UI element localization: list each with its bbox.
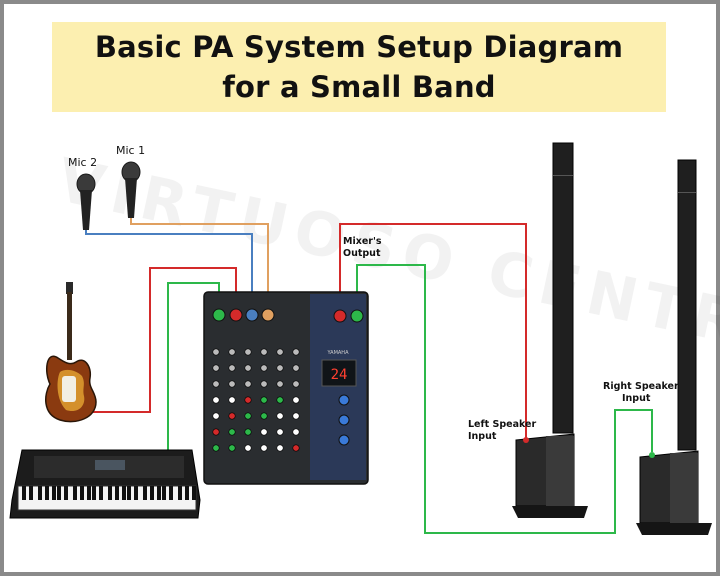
mixer-knob bbox=[277, 381, 283, 387]
black-key bbox=[115, 486, 119, 500]
mixer-knob bbox=[277, 349, 283, 355]
mixer-knob bbox=[261, 349, 267, 355]
black-key bbox=[122, 486, 126, 500]
mixer-knob bbox=[293, 445, 299, 451]
mixer-input-jack bbox=[262, 309, 274, 321]
black-key bbox=[22, 486, 26, 500]
black-key bbox=[108, 486, 112, 500]
mixer-display: 24 bbox=[331, 367, 348, 383]
black-key bbox=[52, 486, 56, 500]
mixer-knob bbox=[261, 365, 267, 371]
black-key bbox=[73, 486, 77, 500]
right-speaker-label-line2: Input bbox=[603, 393, 679, 405]
mixer-output-jack bbox=[351, 310, 363, 322]
mixer-knob bbox=[261, 397, 267, 403]
left-speaker-label-line2: Input bbox=[468, 431, 536, 443]
black-key bbox=[29, 486, 33, 500]
mixer-input-jack bbox=[230, 309, 242, 321]
mixer-icon: 24 YAMAHA bbox=[204, 292, 368, 484]
mixer-master-knob bbox=[339, 395, 349, 405]
mixer-knob bbox=[245, 429, 251, 435]
black-key bbox=[45, 486, 49, 500]
mixer-knob bbox=[293, 381, 299, 387]
mixer-knob bbox=[229, 365, 235, 371]
black-key bbox=[162, 486, 166, 500]
mixer-knob bbox=[213, 365, 219, 371]
mic1-label: Mic 1 bbox=[116, 144, 145, 157]
mixer-knob bbox=[277, 397, 283, 403]
mixer-master-knob bbox=[339, 415, 349, 425]
mixer-knob bbox=[261, 381, 267, 387]
mixer-knob bbox=[229, 381, 235, 387]
keyboard-icon bbox=[10, 450, 200, 518]
mixer-master-knob bbox=[339, 435, 349, 445]
mixer-knob bbox=[261, 429, 267, 435]
black-key bbox=[192, 486, 196, 500]
mixer-knob bbox=[213, 397, 219, 403]
black-key bbox=[57, 486, 61, 500]
mixer-knob bbox=[293, 349, 299, 355]
mixer-knob bbox=[261, 445, 267, 451]
mixer-knob bbox=[245, 413, 251, 419]
black-key bbox=[87, 486, 91, 500]
mixer-knob bbox=[245, 365, 251, 371]
mixer-knob bbox=[229, 445, 235, 451]
mixer-knob bbox=[229, 349, 235, 355]
black-key bbox=[64, 486, 68, 500]
mixer-knob bbox=[245, 381, 251, 387]
black-key bbox=[38, 486, 42, 500]
black-key bbox=[157, 486, 161, 500]
mixer-knob bbox=[277, 445, 283, 451]
electric-guitar-icon bbox=[46, 282, 96, 422]
mixer-input-jack bbox=[246, 309, 258, 321]
mixer-output-label-line2: Output bbox=[343, 248, 382, 260]
mixer-knob bbox=[277, 413, 283, 419]
black-key bbox=[92, 486, 96, 500]
black-key bbox=[134, 486, 138, 500]
mixer-knob bbox=[229, 397, 235, 403]
black-key bbox=[185, 486, 189, 500]
mixer-knob bbox=[277, 365, 283, 371]
mixer-knob bbox=[213, 349, 219, 355]
mixer-output-jack bbox=[334, 310, 346, 322]
mixer-knob bbox=[293, 429, 299, 435]
left-speaker-label: Left Speaker Input bbox=[468, 419, 536, 443]
black-key bbox=[169, 486, 173, 500]
black-key bbox=[80, 486, 84, 500]
mixer-knob bbox=[293, 397, 299, 403]
mixer-input-jack bbox=[213, 309, 225, 321]
left-speaker-label-line1: Left Speaker bbox=[468, 419, 536, 431]
mixer-knob bbox=[213, 381, 219, 387]
black-key bbox=[178, 486, 182, 500]
mixer-knob bbox=[245, 445, 251, 451]
mixer-output-label: Mixer's Output bbox=[343, 236, 382, 260]
mixer-output-label-line1: Mixer's bbox=[343, 236, 382, 248]
mixer-knob bbox=[245, 349, 251, 355]
mixer-knob bbox=[293, 413, 299, 419]
mixer-brand: YAMAHA bbox=[326, 350, 349, 356]
mixer-knob bbox=[277, 429, 283, 435]
right-speaker-label: Right Speaker Input bbox=[603, 381, 679, 405]
mixer-knob bbox=[229, 429, 235, 435]
mixer-knob bbox=[213, 445, 219, 451]
mic2-label: Mic 2 bbox=[68, 156, 97, 169]
mixer-knob bbox=[245, 397, 251, 403]
black-key bbox=[99, 486, 103, 500]
black-key bbox=[143, 486, 147, 500]
right-speaker-label-line1: Right Speaker bbox=[603, 381, 679, 393]
mixer-knob bbox=[229, 413, 235, 419]
left-speaker-icon bbox=[512, 143, 588, 518]
mixer-knob bbox=[293, 365, 299, 371]
mixer-knob bbox=[261, 413, 267, 419]
mixer-knob bbox=[213, 413, 219, 419]
black-key bbox=[150, 486, 154, 500]
mixer-knob bbox=[213, 429, 219, 435]
black-key bbox=[127, 486, 131, 500]
